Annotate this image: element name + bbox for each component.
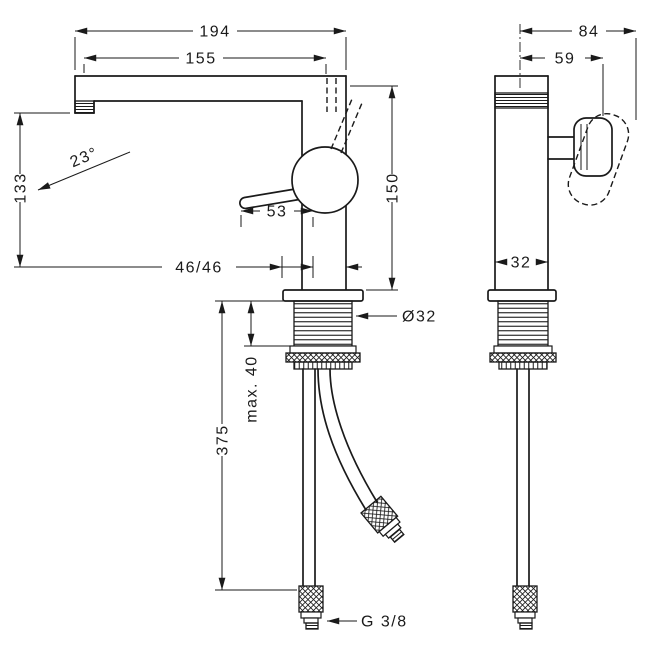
side-view <box>487 75 630 630</box>
dim-shaft-diameter: Ø32 <box>356 309 437 326</box>
pivot-circle <box>291 146 359 214</box>
dim-label-shaft-diameter: Ø32 <box>402 309 437 326</box>
aerator <box>74 100 95 114</box>
side-hose-connector <box>512 585 538 630</box>
mounting-nut-lower <box>293 361 353 370</box>
side-threaded-shaft <box>497 300 549 347</box>
dim-label-spout-height: 133 <box>13 172 30 203</box>
dim-body-width: 32 <box>495 255 548 272</box>
dim-handle-depth: 59 <box>520 51 604 116</box>
mounting-nut <box>285 352 361 363</box>
threaded-shaft <box>293 300 353 347</box>
dim-handle-length: 53 <box>240 204 314 227</box>
dim-max-mounting: max. 40 <box>215 300 290 423</box>
base-plate <box>282 289 364 302</box>
mounting-parts <box>282 289 364 370</box>
dim-label-hose-length: 375 <box>215 424 232 455</box>
washer <box>289 345 357 354</box>
dim-label-offsets: 46/46 <box>175 260 223 277</box>
dim-label-connection-thread: G 3/8 <box>361 614 408 631</box>
side-mounting-nut-lower <box>498 361 548 370</box>
side-body-outline <box>494 75 549 291</box>
dim-label-spout-reach: 155 <box>185 51 216 68</box>
dim-spout-reach: 155 <box>83 51 327 74</box>
dim-label-overall-depth: 84 <box>579 24 600 41</box>
dim-label-max-mounting: max. 40 <box>244 355 261 422</box>
handle-swivel-dashed <box>567 112 630 206</box>
dim-hose-length: 375 <box>215 301 297 591</box>
dim-label-overall-width: 194 <box>199 24 230 41</box>
dim-body-height: 150 <box>350 85 402 291</box>
hose-connector-angled <box>360 495 405 544</box>
dim-overall-width: 194 <box>74 24 347 70</box>
side-mounting-parts <box>487 289 557 370</box>
dimensions: 194 155 133 23° 53 <box>13 24 637 631</box>
side-washer <box>493 345 553 354</box>
front-view <box>74 75 405 630</box>
hose-connector-straight <box>298 585 324 630</box>
dim-label-handle-length: 53 <box>267 204 288 221</box>
side-base-plate <box>487 289 557 302</box>
dim-connection-thread: G 3/8 <box>327 614 408 631</box>
dim-label-body-width: 32 <box>511 255 532 272</box>
dim-label-body-height: 150 <box>385 172 402 203</box>
dim-offsets: 46/46 <box>14 256 362 278</box>
handle-knob <box>573 117 613 177</box>
side-mounting-nut <box>489 352 557 363</box>
side-supply-hose <box>512 368 538 630</box>
spout-section-band <box>494 92 549 109</box>
dim-spout-height: 133 <box>13 112 70 267</box>
handle-open-position-dashed <box>326 78 363 154</box>
dim-label-handle-depth: 59 <box>555 51 576 68</box>
side-handle <box>547 112 630 206</box>
supply-hoses <box>298 368 405 630</box>
